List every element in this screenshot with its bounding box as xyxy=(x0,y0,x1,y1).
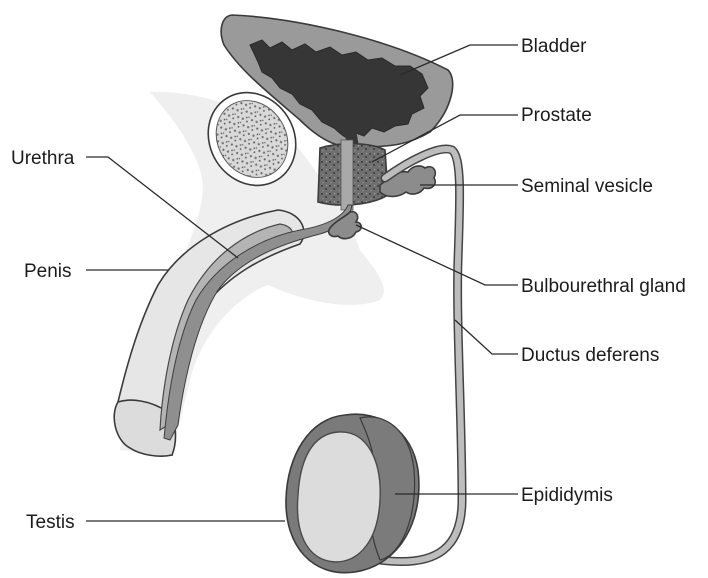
label-epididymis: Epididymis xyxy=(521,485,613,506)
testis xyxy=(297,432,380,562)
label-bulbourethral-gland: Bulbourethral gland xyxy=(521,276,686,297)
label-penis: Penis xyxy=(24,261,72,282)
prostatic-urethra xyxy=(341,140,353,210)
leader-bulbourethral xyxy=(356,225,518,285)
label-prostate: Prostate xyxy=(521,105,592,126)
label-ductus-deferens: Ductus deferens xyxy=(521,345,659,366)
label-urethra: Urethra xyxy=(11,148,75,169)
leader-ductus-deferens xyxy=(455,320,518,354)
label-testis: Testis xyxy=(26,512,75,533)
label-seminal-vesicle: Seminal vesicle xyxy=(521,176,653,197)
label-bladder: Bladder xyxy=(521,36,587,57)
